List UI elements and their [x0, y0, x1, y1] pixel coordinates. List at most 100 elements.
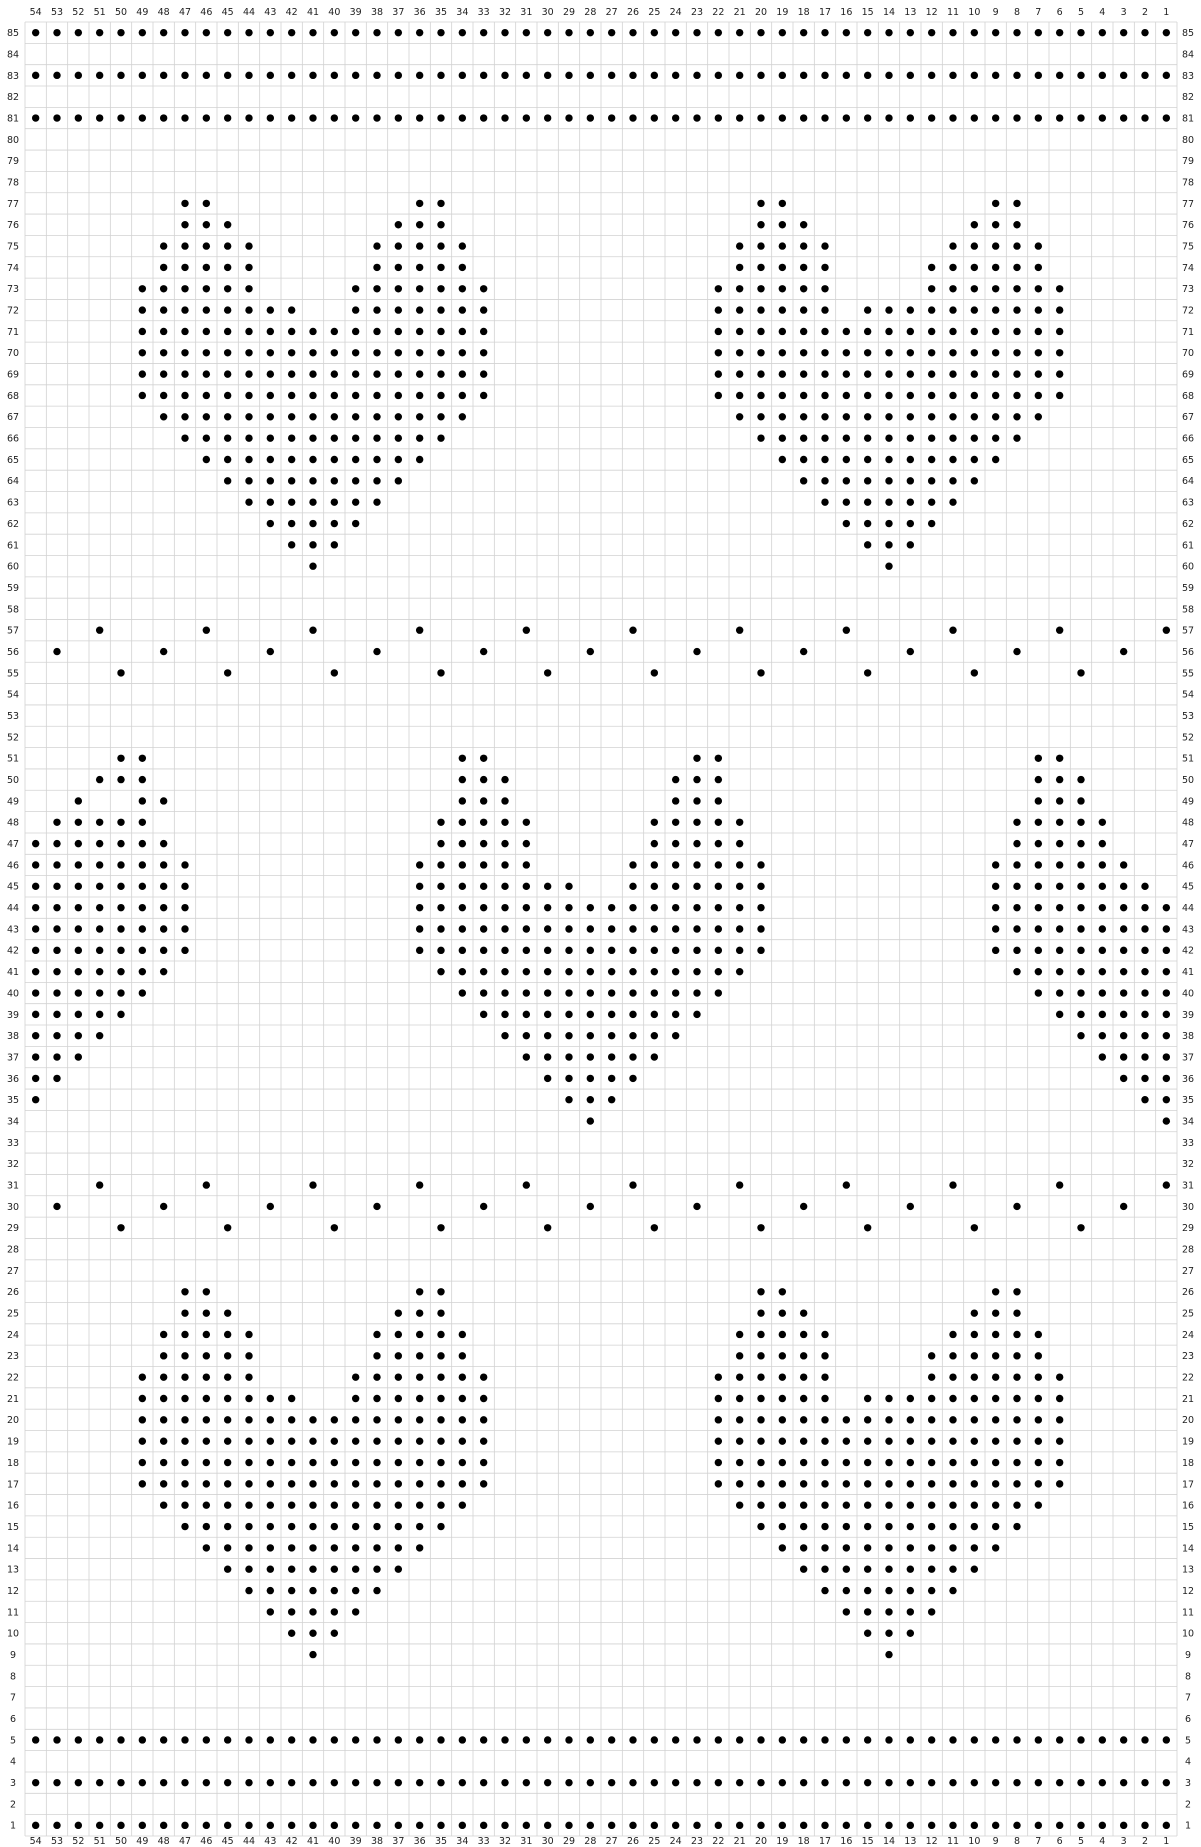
stitch-dot	[1035, 947, 1042, 954]
stitch-dot	[587, 1117, 594, 1124]
stitch-dot	[1056, 114, 1063, 121]
row-label: 39	[1182, 1010, 1194, 1021]
stitch-dot	[309, 349, 316, 356]
row-label: 53	[7, 711, 19, 722]
stitch-dot	[843, 114, 850, 121]
stitch-dot	[928, 72, 935, 79]
stitch-dot	[117, 840, 124, 847]
stitch-dot	[757, 1523, 764, 1530]
stitch-dot	[309, 477, 316, 484]
stitch-dot	[907, 1502, 914, 1509]
stitch-dot	[437, 72, 444, 79]
stitch-dot	[757, 114, 764, 121]
column-label: 27	[606, 7, 618, 18]
row-label: 72	[1182, 306, 1194, 317]
column-label: 41	[307, 1836, 319, 1847]
stitch-dot	[181, 861, 188, 868]
stitch-dot	[96, 840, 103, 847]
stitch-dot	[971, 328, 978, 335]
stitch-dot	[245, 306, 252, 313]
stitch-dot	[1013, 29, 1020, 36]
stitch-dot	[523, 989, 530, 996]
row-label: 51	[7, 754, 19, 765]
stitch-dot	[928, 1779, 935, 1786]
stitch-dot	[907, 392, 914, 399]
stitch-dot	[224, 114, 231, 121]
stitch-dot	[693, 1011, 700, 1018]
stitch-dot	[416, 627, 423, 634]
stitch-dot	[416, 1736, 423, 1743]
row-label: 11	[7, 1607, 19, 1618]
stitch-dot	[885, 1544, 892, 1551]
row-label: 11	[1182, 1607, 1194, 1618]
stitch-dot	[395, 1502, 402, 1509]
column-label: 33	[478, 7, 490, 18]
column-label: 3	[1121, 7, 1127, 18]
stitch-dot	[1013, 1352, 1020, 1359]
stitch-dot	[139, 1480, 146, 1487]
stitch-dot	[181, 1416, 188, 1423]
row-label: 31	[1182, 1180, 1194, 1191]
stitch-dot	[864, 1736, 871, 1743]
stitch-dot	[203, 200, 210, 207]
stitch-dot	[501, 989, 508, 996]
stitch-dot	[117, 819, 124, 826]
stitch-dot	[373, 1822, 380, 1829]
stitch-dot	[395, 349, 402, 356]
stitch-dot	[821, 1502, 828, 1509]
stitch-dot	[587, 968, 594, 975]
stitch-dot	[608, 925, 615, 932]
stitch-dot	[949, 392, 956, 399]
stitch-dot	[565, 1779, 572, 1786]
stitch-dot	[1120, 114, 1127, 121]
stitch-dot	[75, 883, 82, 890]
stitch-dot	[907, 434, 914, 441]
stitch-dot	[331, 1736, 338, 1743]
stitch-dot	[949, 1459, 956, 1466]
stitch-dot	[907, 456, 914, 463]
stitch-dot	[544, 947, 551, 954]
stitch-dot	[992, 242, 999, 249]
stitch-dot	[181, 1352, 188, 1359]
stitch-dot	[715, 114, 722, 121]
stitch-dot	[139, 392, 146, 399]
stitch-dot	[288, 72, 295, 79]
stitch-dot	[437, 1395, 444, 1402]
stitch-dot	[651, 1053, 658, 1060]
stitch-dot	[821, 1736, 828, 1743]
stitch-dot	[1013, 370, 1020, 377]
stitch-dot	[544, 1736, 551, 1743]
stitch-dot	[245, 434, 252, 441]
row-label: 50	[7, 775, 19, 786]
stitch-dot	[757, 392, 764, 399]
column-label: 12	[926, 7, 938, 18]
stitch-dot	[672, 797, 679, 804]
row-label: 16	[1182, 1501, 1194, 1512]
column-label: 22	[712, 1836, 724, 1847]
stitch-dot	[53, 1779, 60, 1786]
stitch-dot	[885, 563, 892, 570]
stitch-dot	[715, 755, 722, 762]
stitch-dot	[395, 242, 402, 249]
stitch-dot	[1099, 840, 1106, 847]
stitch-dot	[288, 1544, 295, 1551]
row-label: 27	[7, 1266, 19, 1277]
stitch-dot	[224, 1480, 231, 1487]
stitch-dot	[160, 1480, 167, 1487]
stitch-dot	[395, 1331, 402, 1338]
stitch-dot	[885, 1651, 892, 1658]
column-label: 54	[30, 1836, 42, 1847]
stitch-dot	[181, 1373, 188, 1380]
stitch-dot	[864, 114, 871, 121]
stitch-dot	[1077, 1032, 1084, 1039]
stitch-dot	[672, 1032, 679, 1039]
stitch-dot	[523, 72, 530, 79]
stitch-dot	[224, 1331, 231, 1338]
stitch-dot	[395, 285, 402, 292]
stitch-dot	[757, 349, 764, 356]
stitch-dot	[373, 264, 380, 271]
stitch-dot	[224, 1459, 231, 1466]
stitch-dot	[331, 370, 338, 377]
column-label: 43	[264, 1836, 276, 1847]
stitch-dot	[885, 1566, 892, 1573]
